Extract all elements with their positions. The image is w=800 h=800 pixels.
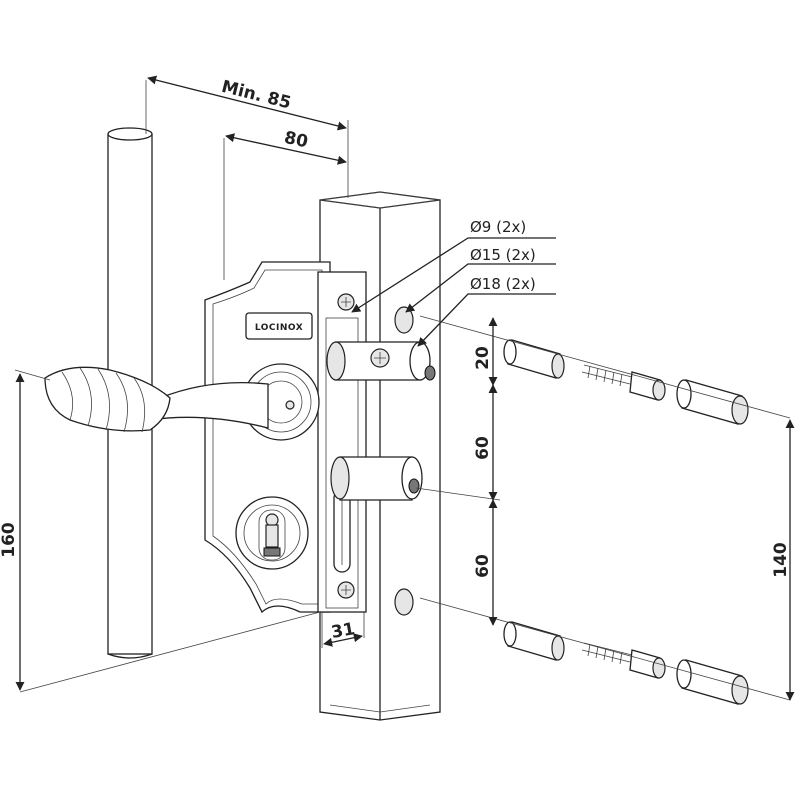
dim-bolt-spacing: 140 bbox=[771, 542, 791, 578]
mount-screw-bottom bbox=[337, 581, 355, 599]
spec-hole-15: Ø15 (2x) bbox=[470, 246, 536, 264]
post-hole-bottom bbox=[394, 588, 414, 616]
fixing-kit-top bbox=[503, 339, 749, 425]
spec-hole-18: Ø18 (2x) bbox=[470, 275, 536, 293]
spec-leaders bbox=[351, 237, 556, 347]
dimension-lines bbox=[15, 75, 795, 701]
extension-lines bbox=[14, 80, 791, 701]
dim-spacing-low: 60 bbox=[473, 554, 493, 578]
lock-case bbox=[317, 271, 367, 613]
dim-case-width: 31 bbox=[330, 619, 357, 643]
brand-logo: LOCINOX bbox=[255, 323, 303, 333]
post-hole-top bbox=[394, 306, 414, 334]
spec-hole-9: Ø9 (2x) bbox=[470, 218, 526, 236]
bolt-upper bbox=[326, 341, 436, 381]
fixing-kit-bottom bbox=[503, 621, 749, 705]
dim-spacing-mid: 60 bbox=[473, 436, 493, 460]
key-rosette bbox=[235, 496, 309, 570]
dim-min-depth: Min. 85 bbox=[219, 77, 293, 114]
mount-screw-top bbox=[337, 293, 355, 311]
dim-spacing-top: 20 bbox=[473, 346, 493, 370]
dim-depth: 80 bbox=[282, 128, 309, 153]
lever-handle bbox=[44, 366, 269, 433]
bolt-lower bbox=[330, 456, 423, 501]
dim-height-total: 160 bbox=[0, 522, 19, 558]
